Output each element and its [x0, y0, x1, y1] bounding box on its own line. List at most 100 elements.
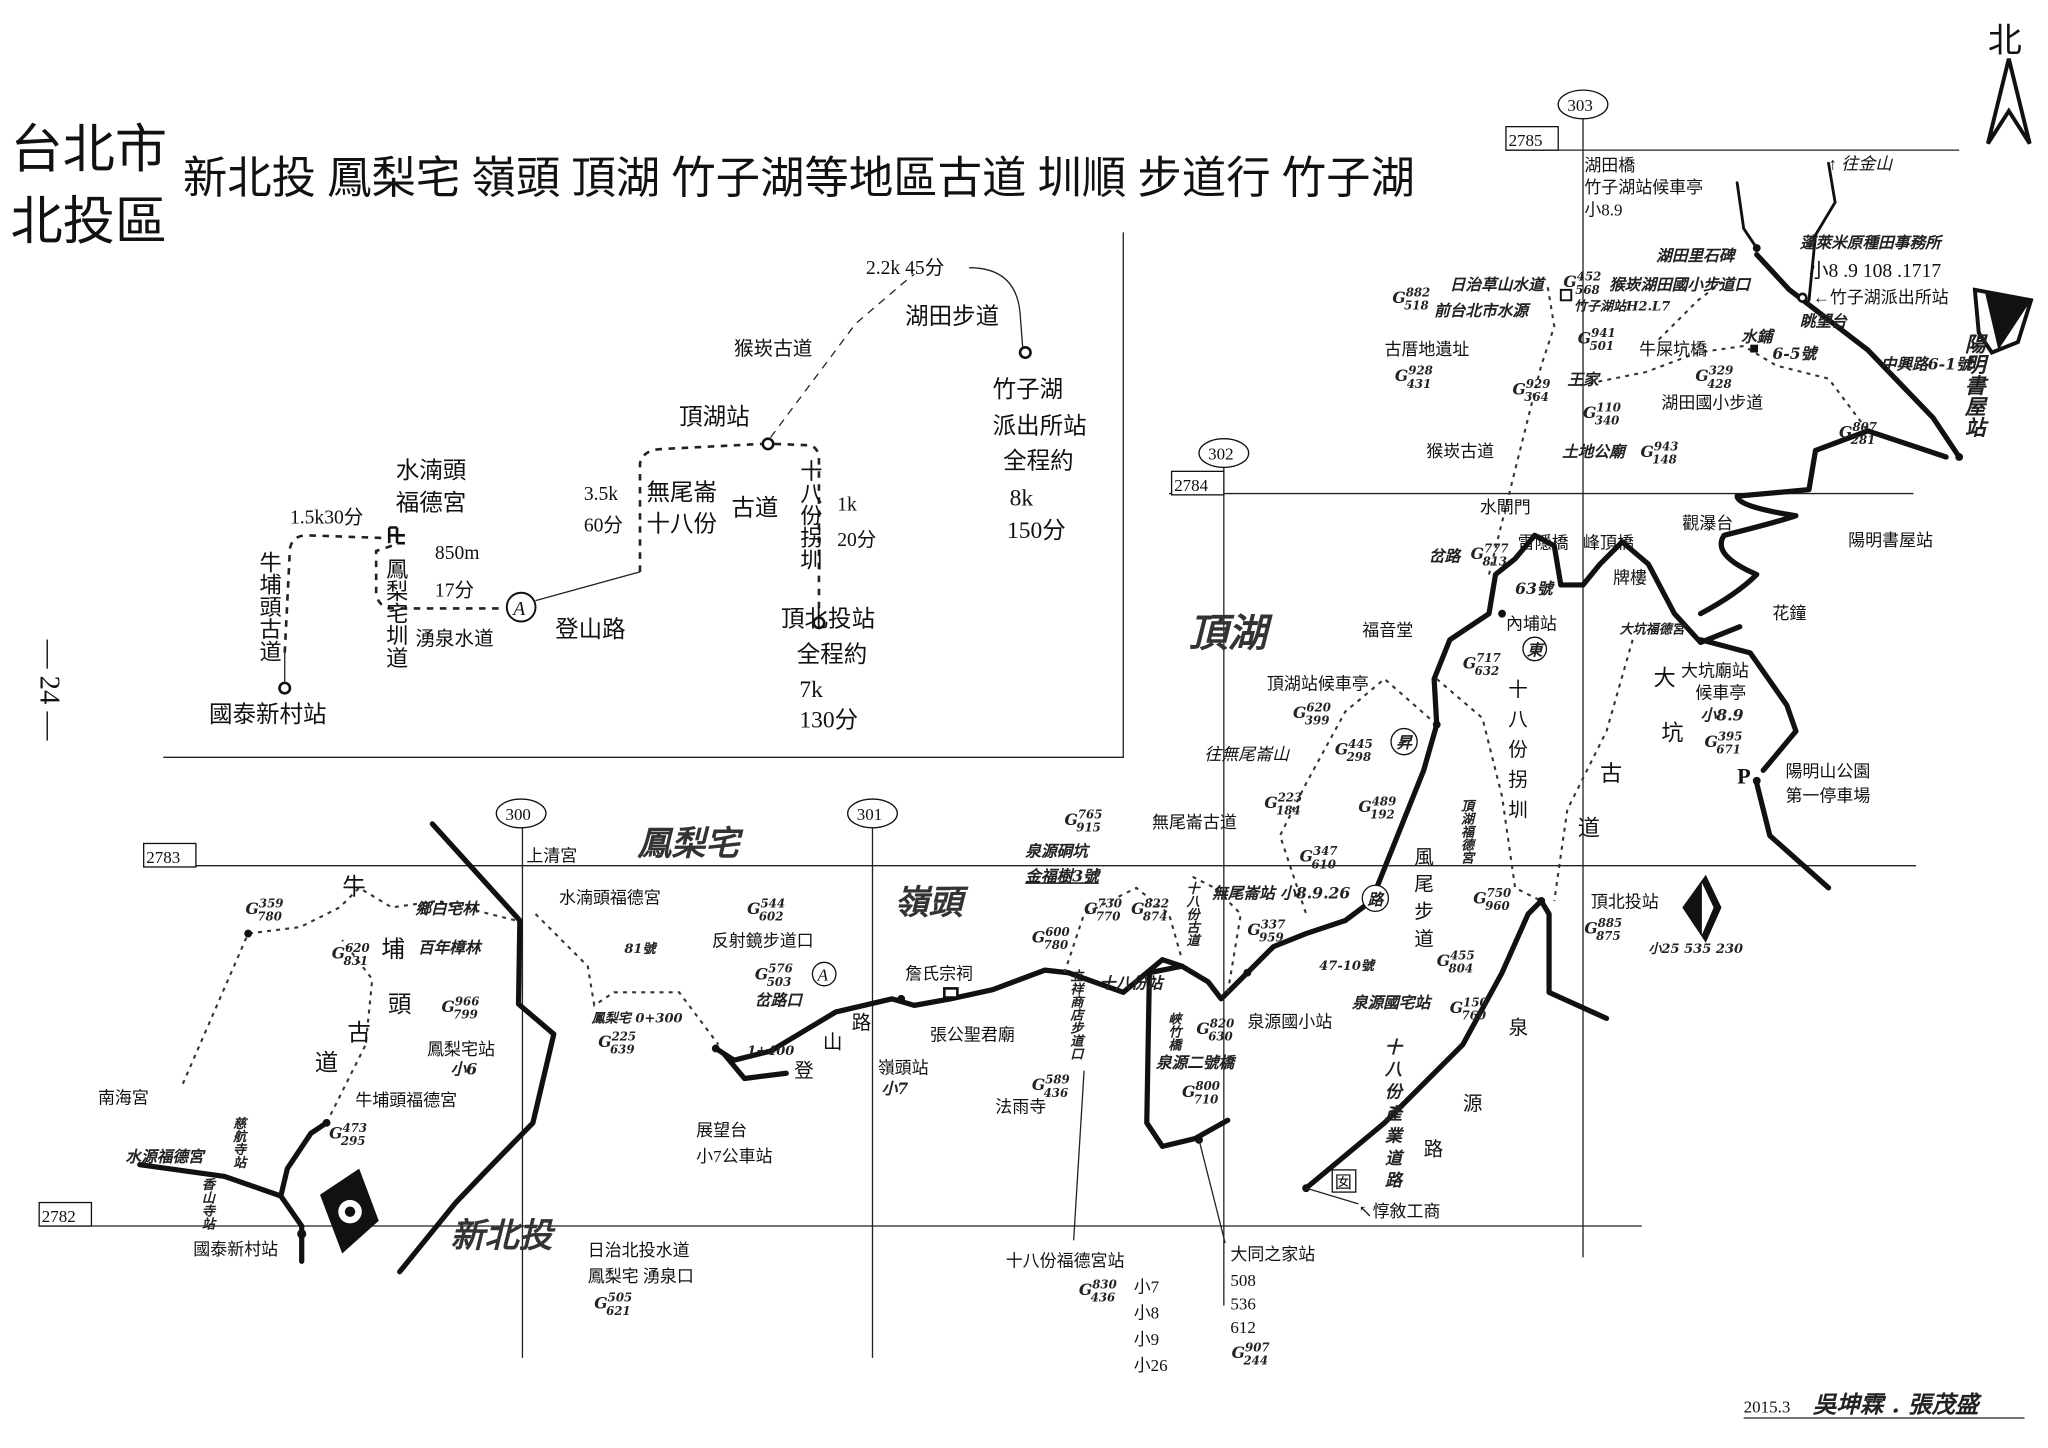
gps-prefix: G — [1463, 654, 1476, 673]
gps-elevation-lo: 671 — [1716, 742, 1741, 756]
gps-elevation-lo: 602 — [759, 910, 784, 924]
label-sluice-gate: 水閘門 — [1480, 498, 1531, 517]
label-dinghu-temple: 頂湖福德宮 — [1457, 799, 1473, 865]
gps-elevation-hi: 882 — [1406, 285, 1431, 299]
label-zhongxing-road: 中興路6-1號 — [1881, 355, 1975, 374]
label-fengding-bridge: 峰頂橋 — [1583, 533, 1634, 552]
label-lingtou-area: 嶺頭 — [895, 883, 969, 923]
gps-prefix: G — [1247, 920, 1260, 939]
label-penglai-office: 蓬萊米原種田事務所 — [1800, 233, 1944, 252]
point-dunxu — [1302, 1184, 1311, 1193]
label-nanhai-temple: 南海宮 — [98, 1088, 149, 1107]
gps-elevation-hi: 620 — [1306, 701, 1331, 715]
gps-elevation-hi: 885 — [1598, 916, 1623, 930]
label-houkan-entrance: 猴崁湖田國小步道口 — [1609, 275, 1751, 294]
gps-elevation-hi: 576 — [768, 962, 793, 976]
inset-climb-road — [535, 571, 641, 602]
gps-prefix: G — [1293, 703, 1306, 722]
north-arrow-shape — [1986, 58, 2032, 145]
label-wuweilun-trail: 無尾崙古道 — [1152, 813, 1237, 832]
gps-elevation-lo: 501 — [1590, 339, 1615, 353]
label-dakeng-shelter: 候車亭 — [1695, 684, 1746, 703]
inset-seg-a: 1.5k30分 — [290, 507, 363, 529]
gps-elevation-lo: 295 — [340, 1134, 366, 1148]
grid-circle-302 — [1198, 438, 1250, 469]
gps-elevation-hi: 928 — [1408, 364, 1433, 378]
north-label: 北 — [1988, 23, 2022, 60]
gps-prefix: G — [755, 964, 768, 983]
label-shan: 山 — [823, 1031, 843, 1053]
inset-end-node — [1018, 346, 1032, 360]
label-fenglizhai-area: 鳳梨宅 — [636, 824, 744, 864]
inset-total1-label: 全程約 — [1003, 448, 1074, 475]
inset-seg-b-time: 60分 — [584, 514, 623, 536]
label-yangming-station: 陽明書屋站 — [1848, 531, 1933, 550]
gps-elevation-lo: 799 — [453, 1007, 478, 1021]
gps-prefix: G — [1084, 899, 1097, 918]
label-zhan-shrine: 詹氏宗祠 — [905, 964, 973, 983]
gps-prefix: G — [1131, 899, 1144, 918]
label-parking-p: P — [1737, 763, 1751, 788]
gps-prefix: G — [1182, 1082, 1195, 1101]
credits: 2015.3 吳坤霖 . 張茂盛 — [1744, 1391, 2025, 1419]
label-tudigong: 土地公廟 — [1562, 442, 1628, 461]
label-to-wuweilun-mt: 往無尾崙山 — [1204, 745, 1290, 764]
gps-elevation-hi: 489 — [1372, 795, 1397, 809]
label-shuinan-temple: 水湳頭福德宮 — [559, 889, 661, 908]
label-camphor: 百年樟林 — [418, 938, 483, 957]
trail-niupu-ancient — [325, 939, 374, 1124]
point-police-station — [1797, 292, 1808, 303]
gps-elevation-lo: 813 — [1482, 554, 1507, 568]
gps-elevation-lo: 710 — [1194, 1092, 1219, 1106]
gps-elevation-hi: 929 — [1526, 377, 1551, 391]
title-district: 北投區 — [10, 193, 167, 251]
label-dinghu-shelter: 頂湖站候車亭 — [1267, 674, 1369, 693]
gps-prefix: G — [747, 899, 760, 918]
label-fork-road: 岔路 — [1429, 546, 1463, 565]
label-dakeng-4: 道 — [1578, 816, 1600, 841]
inset-trail-west — [283, 534, 503, 653]
road-switchbacks — [1697, 428, 1949, 617]
label-quanyuan-housing: 泉源國宅站 — [1352, 993, 1433, 1012]
label-niu: 牛 — [342, 873, 366, 900]
label-wang-house: 王家 — [1567, 370, 1601, 389]
gps-elevation-lo: 874 — [1143, 910, 1168, 924]
title-city: 台北市 — [10, 121, 167, 179]
gps-elevation-hi: 941 — [1591, 326, 1616, 340]
inset-yongquan: 湧泉水道 — [415, 628, 493, 650]
inset-hutian-trail: 湖田步道 — [905, 303, 999, 330]
label-police-bus: 小8 .9 108 .1717 — [1809, 260, 1941, 282]
point-dinghu-shelter — [1432, 720, 1441, 729]
grid-circle-300 — [495, 798, 547, 829]
inset-trail-middle — [638, 442, 821, 617]
gps-prefix: G — [598, 1032, 611, 1051]
inset-wuweilun-1: 無尾崙 — [647, 479, 718, 506]
gps-elevation-hi: 225 — [611, 1030, 637, 1044]
trail-shibafen-ancient — [1063, 886, 1184, 974]
gps-prefix: G — [1196, 1019, 1209, 1038]
label-datong-bus-2: 536 — [1230, 1295, 1255, 1314]
label-dakeng-1: 大 — [1654, 665, 1676, 690]
gps-elevation-lo: 428 — [1707, 377, 1732, 391]
gps-prefix: G — [1473, 889, 1486, 908]
road-yangmingshan-park — [1697, 637, 1832, 891]
roads — [137, 161, 1962, 1275]
gps-elevation-hi: 820 — [1210, 1017, 1235, 1031]
label-no-63: 63號 — [1515, 579, 1556, 598]
label-home-grove: 鄉白宅林 — [415, 899, 480, 918]
label-leiyin-bridge: 雷隱橋 — [1518, 533, 1569, 552]
gps-elevation-hi: 359 — [259, 896, 284, 910]
label-shibafen-temple-station: 十八份福德宮站 — [1006, 1252, 1125, 1271]
map-points — [244, 244, 1964, 1239]
